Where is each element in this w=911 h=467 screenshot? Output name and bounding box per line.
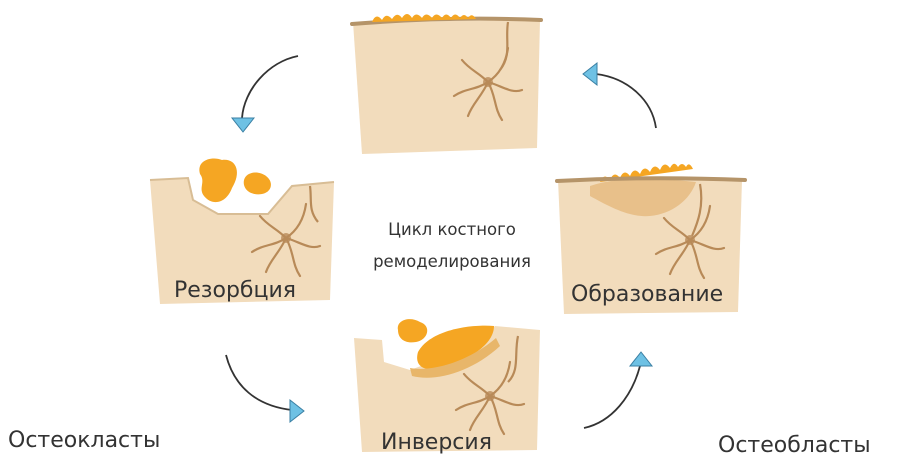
osteoclast-cell (199, 159, 237, 203)
osteoblasts-label: Остеобласты (718, 433, 871, 458)
stage-label-resorption: Резорбция (174, 278, 296, 303)
osteoclast-cell (398, 319, 427, 342)
stage-label-inversion: Инверсия (381, 430, 492, 455)
osteoclasts-label: Остеокласты (8, 428, 160, 453)
top-bone-block (352, 14, 541, 154)
stage-label-formation: Образование (571, 282, 723, 307)
cycle-title-line2: ремоделирования (352, 246, 552, 278)
cycle-title: Цикл костного ремоделирования (352, 214, 552, 278)
osteoclast-cell (244, 173, 271, 195)
cycle-title-line1: Цикл костного (352, 214, 552, 246)
